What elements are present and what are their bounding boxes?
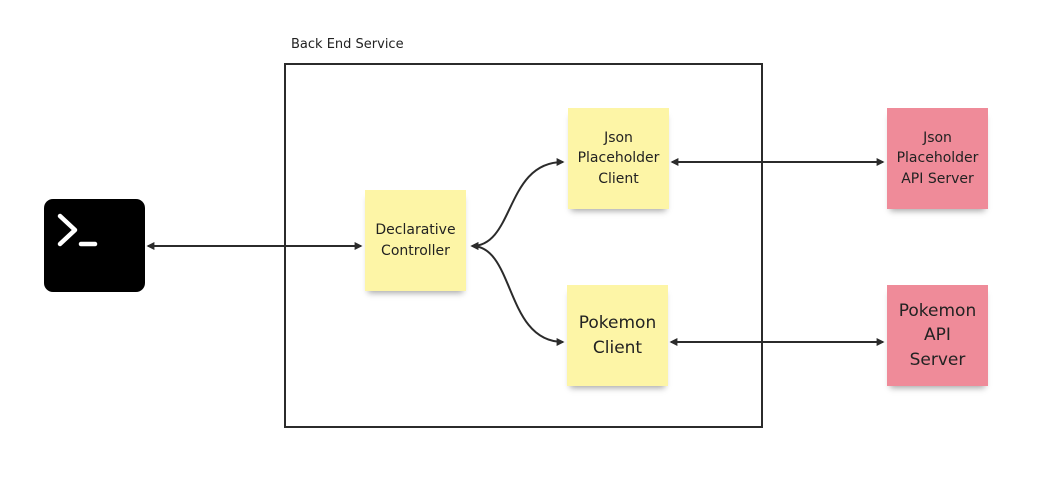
edge-controller-pokemon-client[interactable]	[470, 242, 565, 346]
pokemon-client-note[interactable]: Pokemon Client	[567, 285, 668, 386]
json-placeholder-client-note[interactable]: Json Placeholder Client	[568, 108, 669, 209]
terminal-node[interactable]	[44, 199, 145, 292]
json-placeholder-api-server-note[interactable]: Json Placeholder API Server	[887, 108, 988, 209]
terminal-prompt-icon	[57, 213, 98, 247]
edge-controller-json-client[interactable]	[470, 158, 565, 250]
group-label: Back End Service	[291, 37, 404, 52]
pokemon-api-server-note[interactable]: Pokemon API Server	[887, 285, 988, 386]
declarative-controller-note[interactable]: Declarative Controller	[365, 190, 466, 291]
